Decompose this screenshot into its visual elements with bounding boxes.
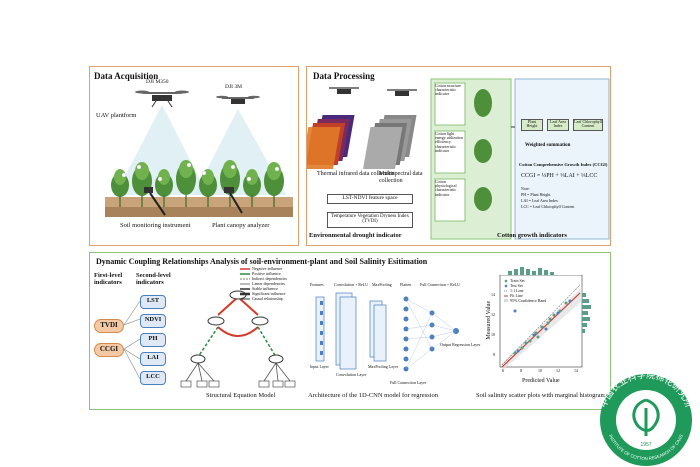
note-lcc: LCC = Leaf Chlorophyll Content [521,204,575,209]
y-tick: 12 [491,312,495,317]
cnn-label: Full Connection Layer [390,380,427,385]
lst-ndvi-box: LST-NDVI feature space [327,194,413,204]
scatter-legend-item: Train Set [510,278,525,283]
panel-title: Data Acquisition [94,71,159,81]
cnn-caption: Architecture of the 1D-CNN model for reg… [308,392,438,399]
second-level-lai: LAI [140,352,166,366]
cnn-label: Convolution + ReLU [334,282,369,287]
legend-item: Indirect dependencies [252,276,287,281]
x-tick: 14 [574,368,578,373]
canopy-analyzer-label: Plant canopy analyzer [212,222,270,229]
multispectral-image-stack [363,115,417,169]
legend-item: Causal relationship [252,296,283,301]
cnn-label: Output Regression Layer [440,342,481,347]
cnn-architecture [315,292,459,372]
drone-icon [329,87,359,94]
x-tick: 12 [556,368,560,373]
seal-year: 1957 [640,442,651,448]
cnn-label: Full Connection + ReLU [420,282,460,287]
second-level-lst: LST [140,295,166,309]
cotton-indicator-label: Cotton growth indicators [497,232,567,239]
weighted-summation-label: Weighted summation [525,143,571,148]
sem-legend [240,268,250,300]
note-ph: PH = Plant Height [521,192,551,197]
y-tick: 8 [493,352,495,357]
cnn-label: Convolution Layer [336,372,367,377]
legend-item: Stable influence [252,286,278,291]
first-level-ccgi: CCGI [94,343,124,357]
scatter-legend-item: Fit Line [510,293,523,298]
uav-platform-label: UAV plantform [96,112,137,119]
x-tick: 8 [520,368,522,373]
sem-network [180,290,296,388]
structure-indicator: Cotton structure characteristic indicato… [435,83,461,97]
canopy-analyzer-icon [224,187,243,214]
scatter-x-label: Predicted Value [522,378,560,384]
acquisition-illustration [105,90,293,217]
cnn-label: Input Layer [310,364,329,369]
panel-title: Data Processing [313,71,375,81]
physiological-indicator: Cotton physiological characteristic indi… [435,179,457,197]
scatter-caption: Soil salinity scatter plots with margina… [476,392,609,399]
note-label: Note: [521,186,530,191]
thermal-label: Thermal infrared data collection [317,171,395,177]
ccgi-formula: CCGI = ⅓PH + ⅓LAI + ⅓LCC [521,173,598,179]
y-tick: 14 [491,292,495,297]
cnn-label: MaxPooling Layer [368,364,399,369]
cnn-label: MaxPooling [372,282,392,287]
coupling-panel: Dynamic Coupling Relationships Analysis … [89,252,611,410]
drought-indicator-label: Environmental drought indicator [309,232,402,239]
legend-item: Significant influence [252,291,286,296]
scatter-legend-item: 1:1 Line [510,288,524,293]
ccgi-title: Cotton Comprehensive Growth Index (CCGI) [519,162,608,167]
plant-height-box: Plant Height [521,119,543,131]
y-tick: 10 [491,332,495,337]
x-tick: 10 [538,368,542,373]
seal-bottom-text: INSTITUTE OF COTTON RESEARCH OF CAAS [608,434,684,461]
cnn-label: Features [310,282,324,287]
tvdi-box: Temperature Vegetation Dryness Index (TV… [327,212,413,228]
second-level-label: Second-level indicators [136,272,171,286]
processing-illustration [307,78,610,240]
drone-icon [387,89,417,96]
second-level-ndvi: NDVI [140,314,166,328]
data-acquisition-panel: Data Acquisition [89,66,299,246]
second-level-ph: PH [140,333,166,347]
note-lai: LAI = Leaf Area Index [521,198,558,203]
drone-m350-icon [135,90,189,108]
legend-item: Negative influence [252,266,283,271]
scatter-plot [499,267,591,371]
legend-item: Linear dependencies [252,281,285,286]
panel-title: Dynamic Coupling Relationships Analysis … [96,257,428,266]
light-indicator: Cotton light energy utilization efficien… [435,131,464,153]
multispectral-label: Multispectral data collection [379,171,423,184]
first-level-tvdi: TVDI [94,319,124,333]
drone-m350-label: DJI M350 [146,79,169,85]
coupling-illustration [123,267,591,388]
thermal-image-stack [307,115,355,169]
scatter-legend-item: 95% Confidence Band [510,298,547,303]
data-processing-panel: Data Processing [306,66,611,246]
scatter-legend-item: Test Set [510,283,523,288]
cotton-leaf-icon [632,398,660,436]
legend-item: Positive influence [252,271,281,276]
soil-instrument-icon [144,187,166,216]
cotton-plants [111,160,284,207]
soil-instrument-label: Soil monitoring instrument [120,222,191,229]
leaf-chlorophyll-box: Leaf Chlorophyll Content [573,119,603,131]
cnn-label: Flatten [400,282,412,287]
first-level-label: First-level indicators [94,272,123,286]
drone-3m-label: DJI 3M [225,84,242,90]
second-level-lcc: LCC [140,371,166,385]
leaf-area-box: Leaf Area Index [547,119,569,131]
drone-3m-icon [216,95,260,104]
sem-caption: Structural Equation Model [206,392,276,399]
x-tick: 6 [502,368,504,373]
